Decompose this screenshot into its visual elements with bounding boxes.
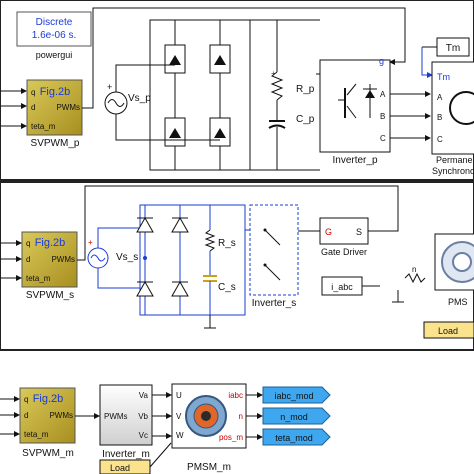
inverter-p-a: A xyxy=(380,90,386,99)
panel-2: Fig.2b q d teta_m PWMs SVPWM_s Vs_s + xyxy=(0,181,474,351)
pmsm-m-v: V xyxy=(176,412,182,421)
motor-p-a: A xyxy=(437,93,443,102)
output-n-mod[interactable]: n_mod xyxy=(262,407,331,425)
svpwm-p-label: SVPWM_p xyxy=(31,138,80,149)
powergui-label: powergui xyxy=(36,50,73,60)
motor-p-c: C xyxy=(437,135,443,144)
inverter-p-label: Inverter_p xyxy=(332,155,377,166)
svpwm-s-out: PWMs xyxy=(51,255,75,264)
inverter-s-block[interactable] xyxy=(249,204,299,296)
inverter-m-va: Va xyxy=(139,391,149,400)
powergui-line2: 1.6e-06 s. xyxy=(32,30,76,41)
motor-p-b: B xyxy=(437,113,442,122)
svpwm-s-in-q: q xyxy=(26,239,30,248)
current-block[interactable]: i_abc xyxy=(321,276,363,296)
load-button-m[interactable]: Load xyxy=(99,459,151,474)
svpwm-s-block[interactable]: Fig.2b q d teta_m PWMs xyxy=(21,231,78,288)
rectifier-s xyxy=(136,204,246,316)
vs-p-label: Vs_p xyxy=(128,93,151,104)
svpwm-m-in-q: q xyxy=(24,395,28,404)
gate-driver-s: S xyxy=(356,227,362,237)
svpwm-p-in-teta: teta_m xyxy=(31,122,56,131)
panel-3: Fig.2b q d teta_m PWMs SVPWM_m PWMs Va V… xyxy=(0,352,474,474)
inverter-p-gate: g xyxy=(379,56,384,66)
motor-s-label: PMS xyxy=(448,297,468,307)
svg-text:n: n xyxy=(412,265,416,274)
inverter-m-block[interactable]: PWMs Va Vb Vc xyxy=(99,384,153,446)
output-n-label: n_mod xyxy=(280,412,308,422)
resistor-p-label: R_p xyxy=(296,84,315,95)
capacitor-p-label: C_p xyxy=(296,114,315,125)
pmsm-m-n: n xyxy=(239,412,243,421)
svg-text:+: + xyxy=(271,69,276,78)
motor-p-tm: Tm xyxy=(437,72,450,82)
svpwm-p-in-d: d xyxy=(31,103,35,112)
gate-driver-g: G xyxy=(325,227,332,237)
pmsm-m-block[interactable]: U V W iabc n pos_m xyxy=(171,383,247,449)
panel-2-frame xyxy=(0,181,474,351)
svpwm-s-label: SVPWM_s xyxy=(26,290,74,301)
load-button-s[interactable]: Load xyxy=(423,321,474,339)
inverter-m-vc: Vc xyxy=(139,431,148,440)
svpwm-p-title: Fig.2b xyxy=(40,86,71,98)
motor-s-block[interactable] xyxy=(434,233,474,291)
powergui-line1: Discrete xyxy=(36,17,73,28)
powergui-block[interactable]: Discrete 1.6e-06 s. xyxy=(16,11,92,47)
capacitor-s-label: C_s xyxy=(218,282,236,293)
svpwm-m-label: SVPWM_m xyxy=(22,448,74,459)
current-block-label: i_abc xyxy=(331,282,353,292)
motor-p-label-2: Synchrono xyxy=(432,166,474,176)
svpwm-m-in-d: d xyxy=(24,411,28,420)
output-teta-label: teta_mod xyxy=(275,433,313,443)
pmsm-m-u: U xyxy=(176,391,182,400)
resistor-s-symbol xyxy=(204,229,216,252)
torque-const-label: Tm xyxy=(446,43,460,54)
pmsm-m-iabc: iabc xyxy=(228,391,243,400)
svpwm-s-in-d: d xyxy=(26,255,30,264)
svpwm-s-in-teta: teta_m xyxy=(26,274,51,283)
rectifier-p xyxy=(149,19,251,171)
svg-text:+: + xyxy=(88,238,93,247)
svg-text:+: + xyxy=(107,82,112,92)
output-iabc-label: iabc_mod xyxy=(274,391,313,401)
pmsm-m-w: W xyxy=(176,431,184,440)
inverter-p-b: B xyxy=(380,112,385,121)
output-iabc-mod[interactable]: iabc_mod xyxy=(262,386,331,404)
motor-p-label-1: Permane xyxy=(436,155,473,165)
svpwm-m-in-teta: teta_m xyxy=(24,430,49,439)
inverter-m-in: PWMs xyxy=(104,412,128,421)
inverter-m-vb: Vb xyxy=(138,412,148,421)
load-m-label: Load xyxy=(110,463,130,473)
vs-s-source[interactable] xyxy=(87,247,109,269)
svpwm-p-block[interactable]: Fig.2b q d teta_m PWMs xyxy=(26,79,83,136)
motor-p-block[interactable]: Tm A B C xyxy=(431,61,474,155)
vs-s-label: Vs_s xyxy=(116,252,138,263)
svpwm-p-in-q: q xyxy=(31,88,35,97)
inverter-m-label: Inverter_m xyxy=(102,449,150,460)
svpwm-m-out: PWMs xyxy=(49,411,73,420)
vs-p-source[interactable] xyxy=(104,91,128,115)
svpwm-m-title: Fig.2b xyxy=(33,393,64,405)
gate-driver-label: Gate Driver xyxy=(321,247,367,257)
gate-driver-block[interactable]: G S xyxy=(319,217,369,245)
inverter-s-label: Inverter_s xyxy=(252,298,296,309)
torque-constant[interactable]: Tm xyxy=(436,37,470,57)
inverter-p-block[interactable]: g A B C xyxy=(319,56,391,153)
svpwm-s-title: Fig.2b xyxy=(35,237,66,249)
panel-1: Discrete 1.6e-06 s. powergui Fig.2b q d … xyxy=(0,0,474,181)
output-teta-mod[interactable]: teta_mod xyxy=(262,428,331,446)
inverter-p-c: C xyxy=(380,134,386,143)
load-s-label: Load xyxy=(438,326,458,336)
svpwm-p-out: PWMs xyxy=(56,103,80,112)
resistor-p-symbol xyxy=(270,71,284,101)
resistor-s-label: R_s xyxy=(218,238,236,249)
pmsm-m-pos: pos_m xyxy=(219,433,243,442)
pmsm-m-label: PMSM_m xyxy=(187,462,231,473)
svpwm-m-block[interactable]: Fig.2b q d teta_m PWMs xyxy=(19,387,76,444)
